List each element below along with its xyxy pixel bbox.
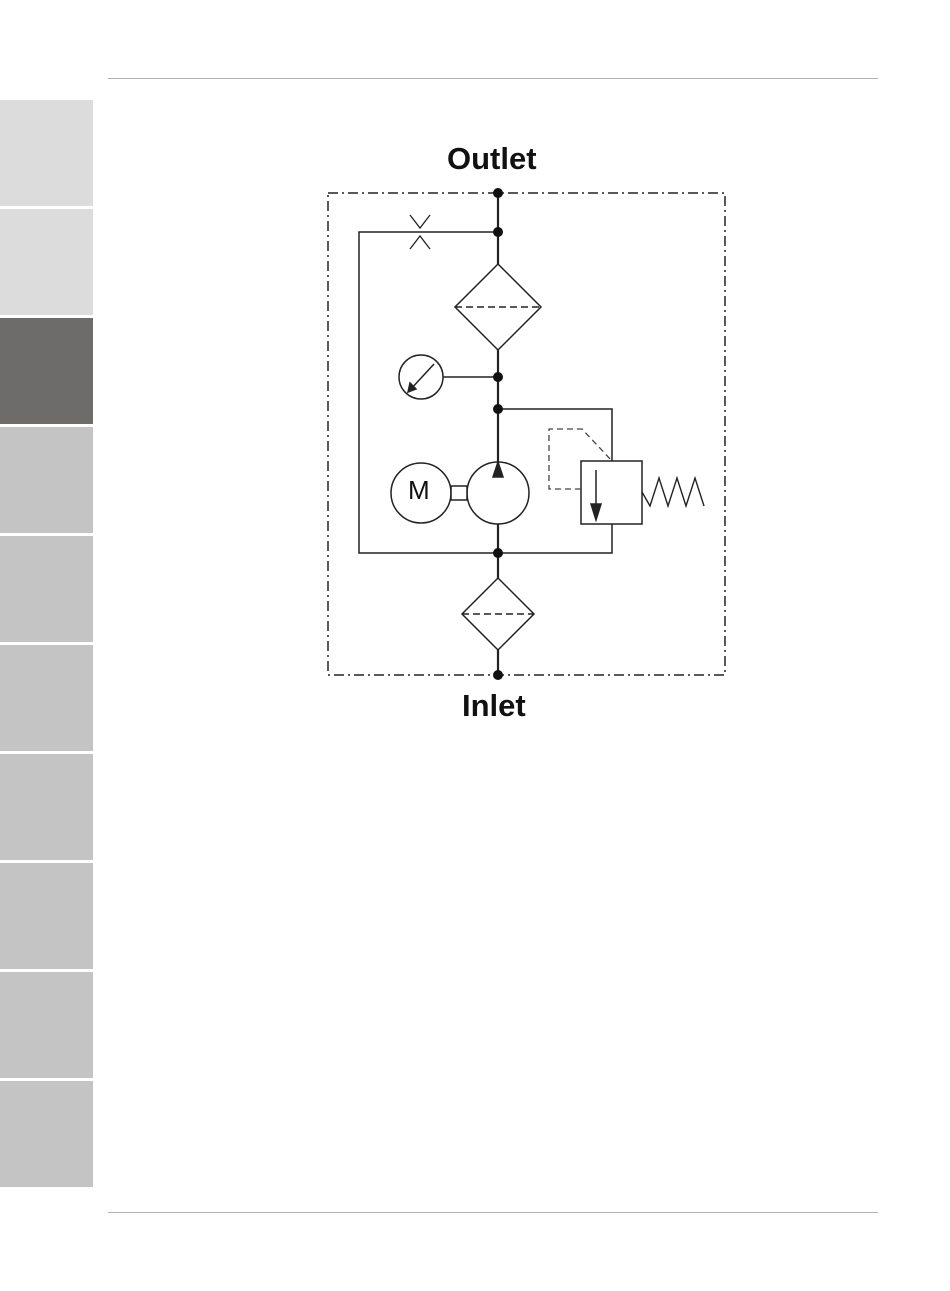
motor-label: M: [408, 477, 430, 503]
unit-boundary: [328, 193, 725, 675]
footer-rule: [108, 1212, 878, 1213]
relief-valve-symbol: [581, 461, 642, 524]
inlet-filter-symbol: [462, 578, 534, 650]
spring-symbol: [642, 478, 704, 506]
pump-symbol: [467, 462, 529, 524]
pressure-gauge-symbol: [399, 355, 498, 399]
outlet-filter-symbol: [455, 264, 541, 350]
